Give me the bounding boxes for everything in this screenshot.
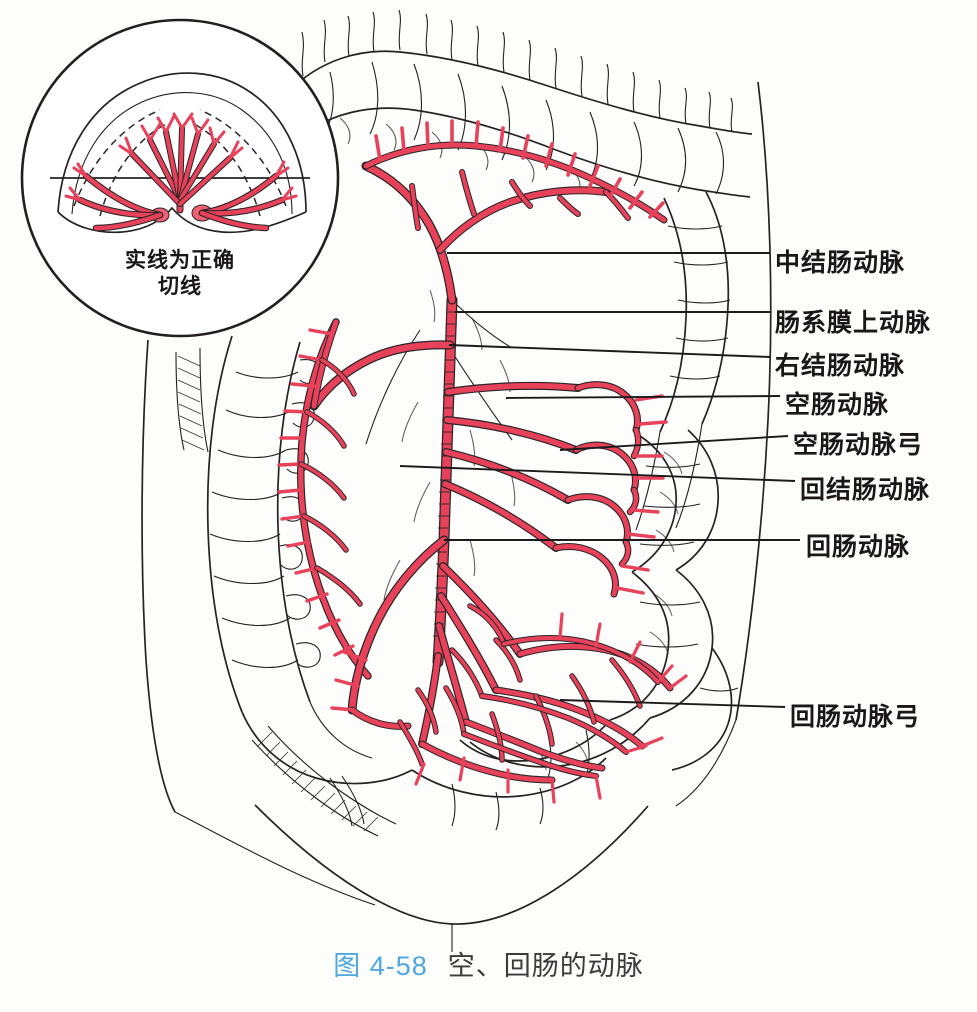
ileal-arteries-vessel: [418, 562, 524, 748]
label-ileocolic-artery: 回结肠动脉: [800, 477, 931, 504]
inguinal-hatch-band: [251, 725, 397, 837]
label-jejunal-arteries: 空肠动脉: [785, 392, 890, 419]
abdominal-wall-outline: [141, 81, 772, 952]
middle-colic-artery-vessel: [361, 119, 668, 305]
jejunal-arteries-vessel: [441, 381, 668, 598]
leader-jejunal-arteries: [505, 395, 781, 399]
inset-caption-line2: 切线: [158, 273, 202, 298]
inset-detail-circle: [20, 18, 340, 338]
ileal-arterial-arcade-vessel: [397, 603, 688, 804]
figure-caption: 图 4-58 空、回肠的动脉: [0, 944, 977, 983]
transverse-colon: [287, 9, 753, 198]
label-right-colic-artery: 右结肠动脉: [775, 353, 906, 380]
small-intestine-loops: [411, 429, 739, 831]
leader-ileal-arcade: [559, 699, 786, 708]
leader-right-colic: [448, 344, 771, 358]
ileocolic-artery-vessel: [330, 535, 449, 730]
right-colic-artery-vessel: [277, 318, 455, 680]
leader-jejunal-arcade: [559, 435, 789, 451]
label-ileal-arterial-arcade: 回肠动脉弓: [790, 704, 921, 731]
arterial-tree: [277, 119, 688, 804]
label-ileal-arteries: 回肠动脉: [806, 534, 911, 561]
figure-title: 空、回肠的动脉: [447, 951, 644, 981]
muscle-hatch-band: [175, 347, 209, 453]
leader-ileocolic: [399, 465, 796, 482]
label-superior-mesenteric-artery: 肠系膜上动脉: [775, 310, 932, 337]
figure-number: 图 4-58: [333, 951, 428, 981]
leader-lines: [399, 252, 800, 708]
label-middle-colic-artery: 中结肠动脉: [775, 250, 906, 277]
jejunal-arterial-arcade-vessel: [552, 381, 642, 598]
inset-caption-line1: 实线为正确: [125, 248, 235, 272]
inset-caption: 实线为正确 切线: [80, 248, 280, 299]
descending-colon: [635, 191, 731, 531]
label-jejunal-arterial-arcade: 空肠动脉弓: [793, 432, 924, 459]
ascending-colon: [175, 335, 413, 837]
